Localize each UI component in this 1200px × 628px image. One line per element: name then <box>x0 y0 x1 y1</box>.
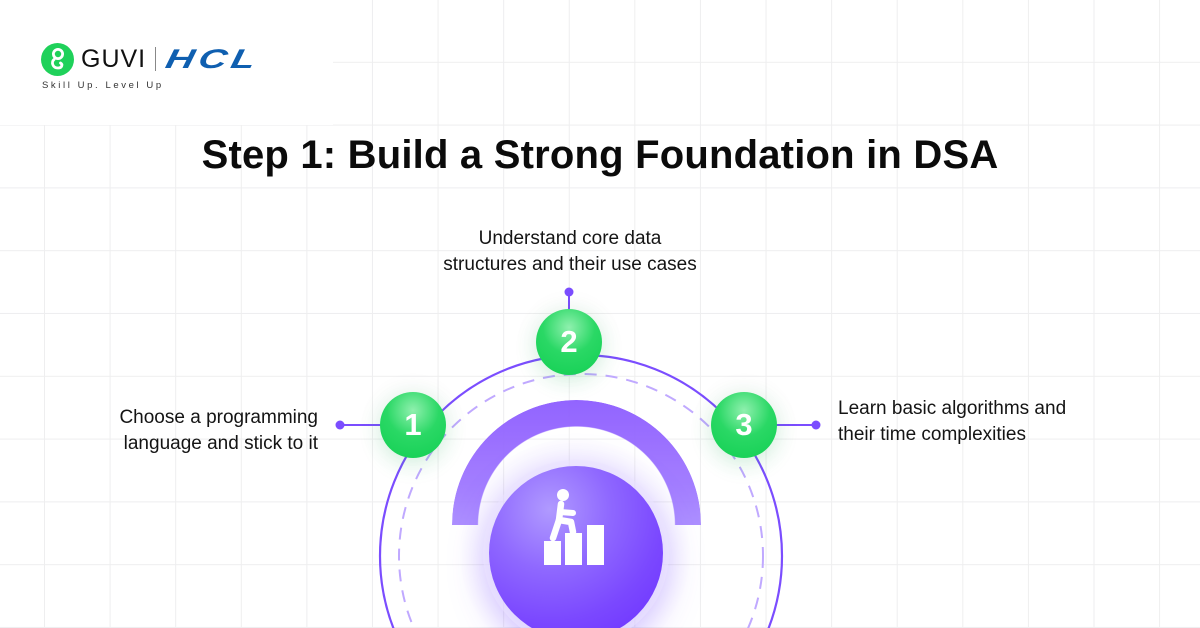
step-text-line: Choose a programming <box>119 407 318 428</box>
step-1-description: Choose a programming language and stick … <box>119 405 318 457</box>
step-text-line: their time complexities <box>838 424 1026 445</box>
guvi-logo-text: GUVI <box>81 44 147 73</box>
person-climbing-steps-icon <box>544 489 604 565</box>
step-node-1: 1 <box>380 392 446 458</box>
center-badge <box>489 466 663 628</box>
step-text-line: Learn basic algorithms and <box>838 398 1067 419</box>
brand-tagline: Skill Up. Level Up <box>42 80 164 91</box>
step-text-line: Understand core data <box>478 228 662 249</box>
logo-divider <box>155 47 157 71</box>
brand-header: GUVI HCL Skill Up. Level Up <box>41 42 263 91</box>
step-number: 3 <box>735 407 753 442</box>
step-text-line: language and stick to it <box>123 433 318 454</box>
step-node-2: 2 <box>536 309 602 375</box>
step-node-3: 3 <box>711 392 777 458</box>
step-3-description: Learn basic algorithms and their time co… <box>838 396 1066 448</box>
step-text-line: structures and their use cases <box>443 254 697 275</box>
step-number: 1 <box>404 407 422 442</box>
step-number: 2 <box>560 324 578 359</box>
guvi-g-icon <box>41 42 74 76</box>
step-2-description: Understand core data structures and thei… <box>0 226 1140 278</box>
page-title: Step 1: Build a Strong Foundation in DSA <box>201 133 999 177</box>
